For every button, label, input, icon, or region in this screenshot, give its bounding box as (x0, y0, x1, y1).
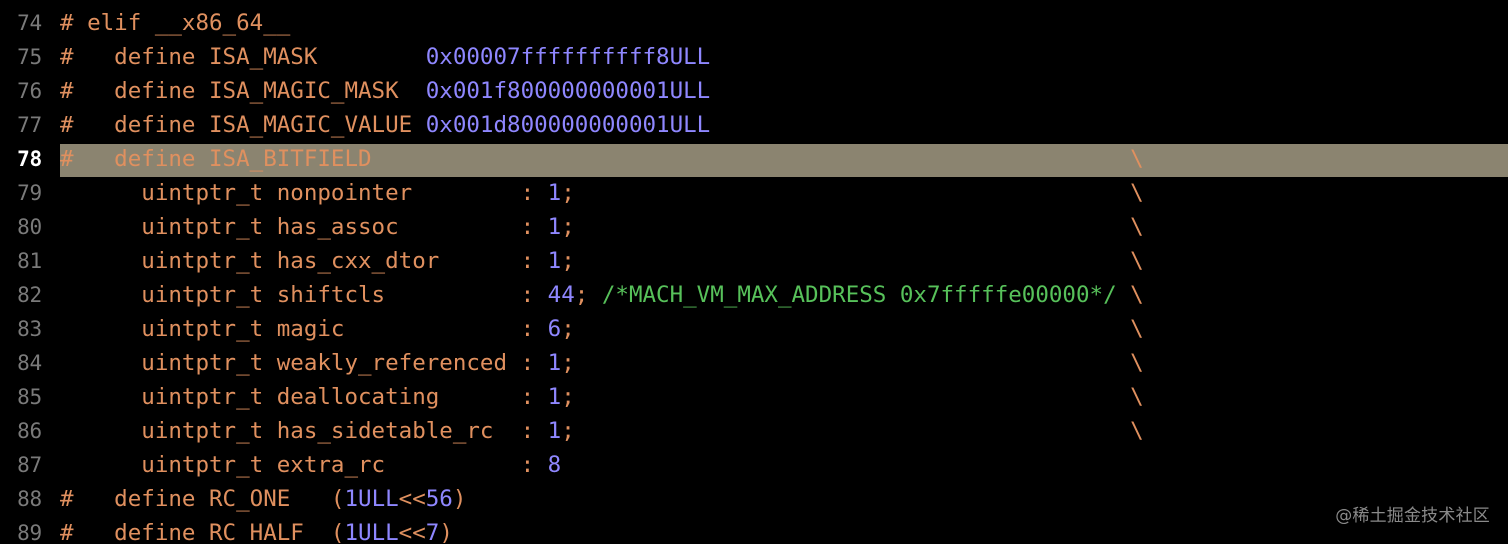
code-token-pp: # define ISA_MASK (60, 44, 426, 70)
code-token-num: 6 (547, 316, 562, 342)
code-token-pp: # define RC_ONE ( (60, 486, 345, 512)
code-token-pp: uintptr_t nonpointer : (60, 180, 548, 206)
code-line-77[interactable]: 77 # define ISA_MAGIC_VALUE 0x001d8000000… (0, 108, 1508, 142)
code-token-num: 1 (547, 418, 562, 444)
code-token-pp: uintptr_t has_assoc : (60, 214, 548, 240)
code-token-pp: ; \ (561, 248, 1144, 274)
line-code: # elif __x86_64__ (60, 6, 1508, 40)
code-token-pp: ; \ (561, 350, 1144, 376)
code-line-85[interactable]: 85 uintptr_t deallocating : 1; \ (0, 380, 1508, 414)
code-token-pp: # elif __x86_64__ (60, 10, 291, 36)
code-token-pp: # define ISA_BITFIELD \ (60, 146, 1144, 172)
line-number: 78 (17, 147, 42, 171)
code-token-pp: ; (574, 282, 602, 308)
code-token-pp: uintptr_t shiftcls : (60, 282, 548, 308)
code-token-pp: # define RC_HALF ( (60, 520, 345, 544)
code-token-pp: ; \ (561, 180, 1144, 206)
code-token-pp: uintptr_t deallocating : (60, 384, 548, 410)
code-line-80[interactable]: 80 uintptr_t has_assoc : 1; \ (0, 210, 1508, 244)
code-token-num: 1 (547, 180, 562, 206)
line-code: uintptr_t deallocating : 1; \ (60, 380, 1508, 414)
code-token-num: 1ULL (344, 520, 399, 544)
line-number: 82 (17, 283, 42, 307)
code-line-88[interactable]: 88 # define RC_ONE (1ULL<<56) (0, 482, 1508, 516)
code-line-75[interactable]: 75 # define ISA_MASK 0x00007ffffffffff8UL… (0, 40, 1508, 74)
line-number: 85 (17, 385, 42, 409)
code-token-pp: ; \ (561, 384, 1144, 410)
code-token-num: 0x001d800000000001ULL (425, 112, 711, 138)
line-code: uintptr_t has_sidetable_rc : 1; \ (60, 414, 1508, 448)
current-line-highlight (60, 144, 1508, 177)
line-number: 83 (17, 317, 42, 341)
code-token-num: 1 (547, 350, 562, 376)
line-number: 76 (17, 79, 42, 103)
line-number: 84 (17, 351, 42, 375)
line-code: uintptr_t has_assoc : 1; \ (60, 210, 1508, 244)
line-number: 88 (17, 487, 42, 511)
code-token-pp: ; \ (561, 418, 1144, 444)
line-code: uintptr_t shiftcls : 44; /*MACH_VM_MAX_A… (60, 278, 1508, 312)
code-token-num: 56 (425, 486, 453, 512)
code-token-num: 1 (547, 384, 562, 410)
code-line-87[interactable]: 87 uintptr_t extra_rc : 8 (0, 448, 1508, 482)
code-token-cmt: /*MACH_VM_MAX_ADDRESS 0x7fffffe00000*/ (601, 282, 1117, 308)
code-token-pp: << (398, 486, 426, 512)
code-token-pp: uintptr_t extra_rc : (60, 452, 548, 478)
line-code: uintptr_t has_cxx_dtor : 1; \ (60, 244, 1508, 278)
code-token-num: 8 (547, 452, 562, 478)
code-token-pp: # define ISA_MAGIC_MASK (60, 78, 426, 104)
line-number: 81 (17, 249, 42, 273)
line-code: # define RC_ONE (1ULL<<56) (60, 482, 1508, 516)
line-number: 80 (17, 215, 42, 239)
code-token-pp: uintptr_t has_sidetable_rc : (60, 418, 548, 444)
code-line-74[interactable]: 74 # elif __x86_64__ (0, 6, 1508, 40)
line-code: # define RC_HALF (1ULL<<7) (60, 516, 1508, 544)
code-token-num: 1 (547, 248, 562, 274)
code-token-num: 44 (547, 282, 575, 308)
code-token-pp: ; \ (561, 214, 1144, 240)
line-number: 75 (17, 45, 42, 69)
line-code: # define ISA_MAGIC_MASK 0x001f8000000000… (60, 74, 1508, 108)
code-token-num: 7 (425, 520, 440, 544)
code-line-83[interactable]: 83 uintptr_t magic : 6; \ (0, 312, 1508, 346)
line-code: # define ISA_MASK 0x00007ffffffffff8ULL (60, 40, 1508, 74)
code-token-pp: \ (1116, 282, 1144, 308)
code-editor[interactable]: 74 # elif __x86_64__ 75 # define ISA_MASK 0… (0, 6, 1508, 544)
code-line-79[interactable]: 79 uintptr_t nonpointer : 1; \ (0, 176, 1508, 210)
line-code: # define ISA_BITFIELD \ (60, 142, 1508, 176)
line-number: 74 (17, 11, 42, 35)
code-token-pp: # define ISA_MAGIC_VALUE (60, 112, 426, 138)
code-token-pp: uintptr_t magic : (60, 316, 548, 342)
line-code: uintptr_t extra_rc : 8 (60, 448, 1508, 482)
code-token-pp: ) (439, 520, 453, 544)
code-token-pp: uintptr_t has_cxx_dtor : (60, 248, 548, 274)
line-number: 77 (17, 113, 42, 137)
code-token-pp: ) (452, 486, 467, 512)
line-number: 79 (17, 181, 42, 205)
code-token-pp: ; \ (561, 316, 1144, 342)
code-line-81[interactable]: 81 uintptr_t has_cxx_dtor : 1; \ (0, 244, 1508, 278)
line-code: uintptr_t magic : 6; \ (60, 312, 1508, 346)
code-line-82[interactable]: 82 uintptr_t shiftcls : 44; /*MACH_VM_MA… (0, 278, 1508, 312)
code-token-pp: << (398, 520, 426, 544)
code-token-num: 0x00007ffffffffff8ULL (425, 44, 711, 70)
code-token-num: 1 (547, 214, 562, 240)
code-line-84[interactable]: 84 uintptr_t weakly_referenced : 1; \ (0, 346, 1508, 380)
line-number: 89 (17, 521, 42, 544)
line-number: 87 (17, 453, 42, 477)
watermark: @稀土掘金技术社区 (1335, 506, 1490, 526)
code-line-86[interactable]: 86 uintptr_t has_sidetable_rc : 1; \ (0, 414, 1508, 448)
code-token-num: 1ULL (344, 486, 399, 512)
line-code: # define ISA_MAGIC_VALUE 0x001d800000000… (60, 108, 1508, 142)
code-token-pp: uintptr_t weakly_referenced : (60, 350, 548, 376)
line-number: 86 (17, 419, 42, 443)
line-code: uintptr_t nonpointer : 1; \ (60, 176, 1508, 210)
code-line-89[interactable]: 89 # define RC_HALF (1ULL<<7) (0, 516, 1508, 544)
line-code: uintptr_t weakly_referenced : 1; \ (60, 346, 1508, 380)
code-token-num: 0x001f800000000001ULL (425, 78, 711, 104)
code-line-78[interactable]: 78 # define ISA_BITFIELD \ (0, 142, 1508, 177)
code-line-76[interactable]: 76 # define ISA_MAGIC_MASK 0x001f80000000… (0, 74, 1508, 108)
